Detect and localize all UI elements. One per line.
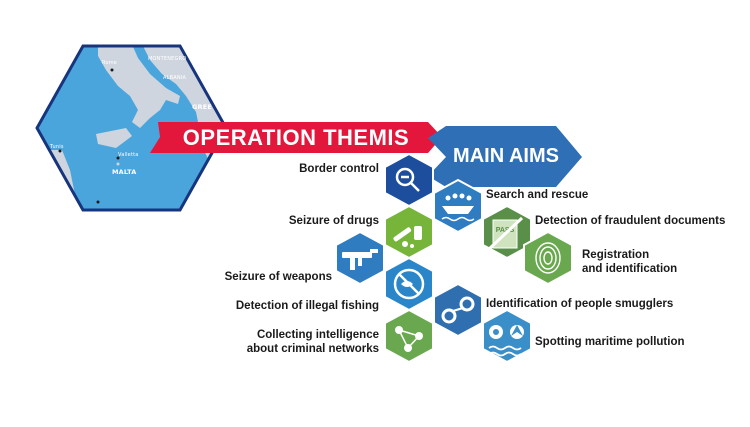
- map-label-rome: Rome: [102, 60, 118, 66]
- aim-label-seizure-weapons: Seizure of weapons: [224, 271, 332, 283]
- fingerprint-icon: [535, 242, 561, 274]
- hex-search-rescue: [433, 178, 483, 234]
- map-label-malta: MALTA: [112, 168, 137, 176]
- svg-text:PASS: PASS: [496, 227, 515, 234]
- hex-border-control: [384, 152, 434, 208]
- operation-themis-banner: [150, 122, 442, 153]
- map-label-montenegro: MONTENEGRO: [148, 56, 187, 62]
- aim-label-intelligence: Collecting intelligence about criminal n…: [246, 329, 379, 355]
- aim-label-fraudulent-docs: Detection of fraudulent documents: [535, 215, 726, 227]
- hex-people-smugglers: [433, 282, 483, 338]
- main-aims-banner: [428, 126, 582, 187]
- hex-seizure-weapons: [335, 230, 385, 286]
- map-label-greece: GREE: [192, 103, 213, 111]
- aim-label-registration: Registration and identification: [582, 249, 678, 275]
- map-label-albania: ALBANIA: [163, 75, 187, 81]
- aim-label-border-control: Border control: [299, 163, 379, 175]
- aim-label-search-rescue: Search and rescue: [486, 189, 589, 201]
- aim-label-illegal-fishing: Detection of illegal fishing: [235, 300, 379, 312]
- aim-label-seizure-drugs: Seizure of drugs: [288, 215, 379, 227]
- rescue-boat-icon: [441, 193, 475, 222]
- passport-icon: PASS: [486, 216, 524, 252]
- magnifier-icon: [395, 167, 420, 192]
- map-land-italy: [98, 46, 180, 128]
- hex-maritime-pollution: [482, 308, 532, 364]
- map-label-tunis: Tunis: [50, 144, 64, 150]
- hex-seizure-drugs: [384, 204, 434, 260]
- map-land-sicily: [96, 128, 132, 148]
- drugs-icon: [393, 226, 422, 248]
- hex-registration: [523, 230, 573, 286]
- handcuffs-icon: [441, 296, 475, 324]
- hex-fraudulent-docs: PASS: [482, 204, 532, 260]
- map-label-valletta: Valletta: [118, 152, 139, 158]
- aim-label-maritime-pollution: Spotting maritime pollution: [535, 336, 685, 348]
- hex-intelligence: [384, 308, 434, 364]
- hazard-icon: [488, 325, 524, 357]
- main-aims-title: MAIN AIMS: [453, 145, 559, 167]
- no-fishing-icon: [393, 268, 425, 300]
- gun-icon: [342, 249, 378, 270]
- operation-themis-title: OPERATION THEMIS: [182, 125, 410, 150]
- network-icon: [395, 326, 423, 352]
- aim-label-people-smugglers: Identification of people smugglers: [486, 298, 674, 310]
- hex-illegal-fishing: [384, 256, 434, 312]
